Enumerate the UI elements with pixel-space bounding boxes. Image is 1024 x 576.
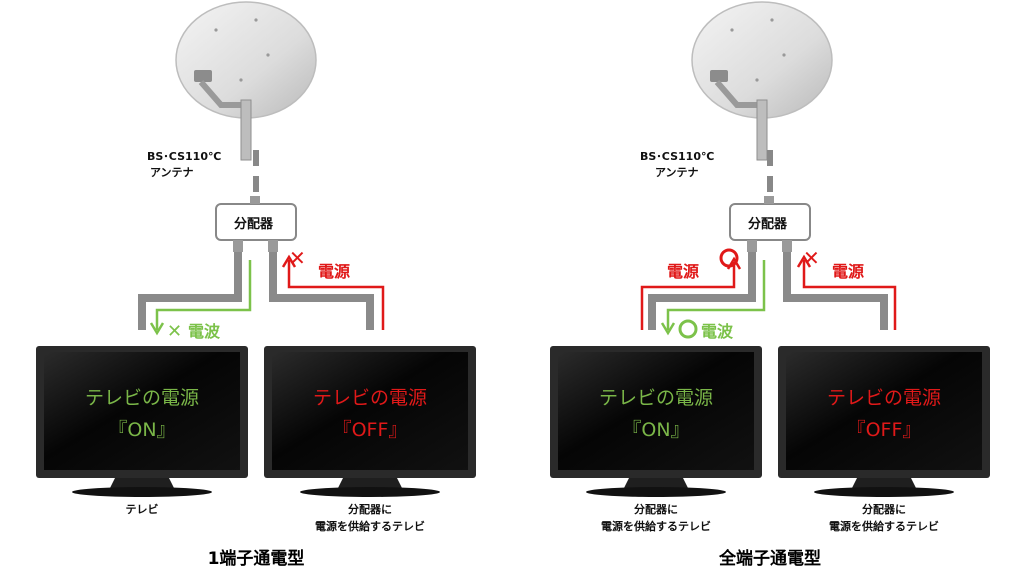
- right-cable-tv2: [783, 252, 888, 330]
- left-tv2: テレビの電源 『OFF』: [264, 346, 476, 497]
- left-tv2-line1: テレビの電源: [313, 387, 427, 409]
- right-power-label-left: 電源: [667, 262, 699, 281]
- left-splitter-label: 分配器: [234, 216, 274, 232]
- left-power-label: 電源: [318, 262, 350, 281]
- right-tv2-line1: テレビの電源: [827, 387, 941, 409]
- right-tv1-caption-line2: 電源を供給するテレビ: [601, 519, 711, 533]
- right-antenna-label-line1: BS･CS110℃: [640, 150, 714, 163]
- right-splitter-label: 分配器: [748, 216, 788, 232]
- right-wave-label: 電波: [701, 322, 734, 341]
- left-tv1-line1: テレビの電源: [85, 387, 199, 409]
- left-wave-label: 電波: [188, 322, 221, 341]
- right-tv1-line2: 『ON』: [622, 419, 689, 441]
- right-title: 全端子通電型: [718, 548, 821, 569]
- left-antenna-label-line2: アンテナ: [150, 166, 194, 179]
- left-tv1: テレビの電源 『ON』: [36, 346, 248, 497]
- left-title: 1端子通電型: [208, 548, 305, 569]
- left-antenna-label-line1: BS･CS110℃: [147, 150, 221, 163]
- right-tv1-caption-line1: 分配器に: [634, 502, 678, 516]
- left-antenna-dish-icon: [176, 2, 316, 160]
- right-power-label-right: 電源: [832, 262, 864, 281]
- right-tv2: テレビの電源 『OFF』: [778, 346, 990, 497]
- left-tv2-caption-line1: 分配器に: [348, 502, 392, 516]
- right-tv1-line1: テレビの電源: [599, 387, 713, 409]
- right-antenna-label-line2: アンテナ: [655, 166, 699, 179]
- right-diagram: BS･CS110℃ アンテナ 分配器 電源 電波 ✕ 電源 テレビの電源 『: [550, 2, 990, 569]
- right-cable-tv1: [648, 252, 756, 330]
- right-tv2-line2: 『OFF』: [847, 419, 922, 441]
- right-tv2-caption-line1: 分配器に: [862, 502, 906, 516]
- right-tv2-caption-line2: 電源を供給するテレビ: [829, 519, 939, 533]
- left-tv1-caption: テレビ: [126, 502, 159, 516]
- right-power-ok-icon: [719, 248, 739, 268]
- left-tv1-line2: 『ON』: [108, 419, 175, 441]
- right-wave-ok-icon: [678, 319, 698, 339]
- right-antenna-dish-icon: [692, 2, 832, 160]
- left-tv2-line2: 『OFF』: [333, 419, 408, 441]
- right-power-x-icon: ✕: [803, 246, 820, 270]
- left-diagram: BS･CS110℃ アンテナ 分配器 ✕ 電波 ✕ 電源 テレビの電源 『ON』: [36, 2, 476, 569]
- left-tv2-caption-line2: 電源を供給するテレビ: [315, 519, 425, 533]
- right-tv1: テレビの電源 『ON』: [550, 346, 762, 497]
- left-wave-x-icon: ✕: [167, 321, 182, 342]
- left-cable-tv2: [269, 252, 374, 330]
- left-cable-tv1: [138, 252, 242, 330]
- left-power-x-icon: ✕: [289, 246, 306, 270]
